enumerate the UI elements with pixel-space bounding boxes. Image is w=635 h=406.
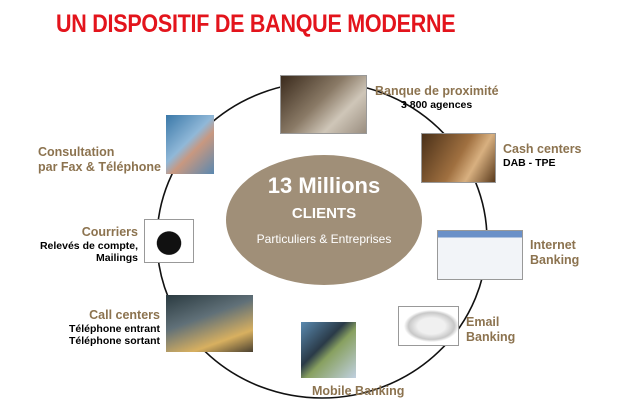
mouse-photo bbox=[398, 306, 459, 346]
clients-hub: 13 Millions CLIENTS Particuliers & Entre… bbox=[226, 155, 422, 285]
channel-title: Call centers bbox=[89, 308, 160, 322]
channel-sub: Relevés de compte, bbox=[39, 240, 138, 252]
channel-internet: Internet Banking bbox=[530, 238, 579, 268]
channel-proximite: Banque de proximité 3 800 agences bbox=[375, 84, 499, 111]
channel-title: Internet bbox=[530, 238, 576, 252]
channel-cash: Cash centers DAB - TPE bbox=[503, 142, 582, 169]
atm-photo bbox=[421, 133, 496, 183]
channel-sub: Téléphone sortant bbox=[68, 335, 160, 347]
channel-sub: DAB - TPE bbox=[503, 157, 556, 169]
channel-title: par Fax & Téléphone bbox=[38, 160, 161, 174]
call-center-photo bbox=[166, 295, 253, 352]
channel-sub: Mailings bbox=[95, 252, 138, 264]
channel-email: Email Banking bbox=[466, 315, 515, 345]
channel-title: Banking bbox=[466, 330, 516, 344]
page-title: UN DISPOSITIF DE BANQUE MODERNE bbox=[56, 10, 456, 38]
channel-sub: Téléphone entrant bbox=[68, 323, 160, 335]
channel-title: Cash centers bbox=[503, 142, 582, 156]
mailbox-photo bbox=[144, 219, 194, 263]
website-screenshot bbox=[437, 230, 523, 280]
channel-title: Banque de proximité bbox=[375, 84, 499, 98]
hub-count: 13 Millions bbox=[267, 173, 381, 198]
channel-title: Courriers bbox=[81, 225, 138, 239]
channel-title: Email bbox=[466, 315, 500, 329]
channel-mobile: Mobile Banking bbox=[312, 384, 404, 399]
hub-label: CLIENTS bbox=[291, 205, 357, 222]
channel-courriers: Courriers Relevés de compte, Mailings bbox=[40, 225, 138, 264]
channel-title: Consultation bbox=[38, 145, 115, 159]
channel-title: Banking bbox=[530, 253, 580, 267]
channel-sub: 3 800 agences bbox=[401, 99, 473, 111]
mobile-phone-photo bbox=[301, 322, 356, 378]
branch-photo bbox=[280, 75, 367, 134]
channel-callcenters: Call centers Téléphone entrant Téléphone… bbox=[69, 308, 160, 347]
channel-title: Mobile Banking bbox=[312, 384, 405, 398]
phone-fax-photo bbox=[166, 115, 214, 174]
channel-consultation: Consultation par Fax & Téléphone bbox=[38, 145, 161, 175]
hub-sub: Particuliers & Entreprises bbox=[256, 232, 392, 246]
